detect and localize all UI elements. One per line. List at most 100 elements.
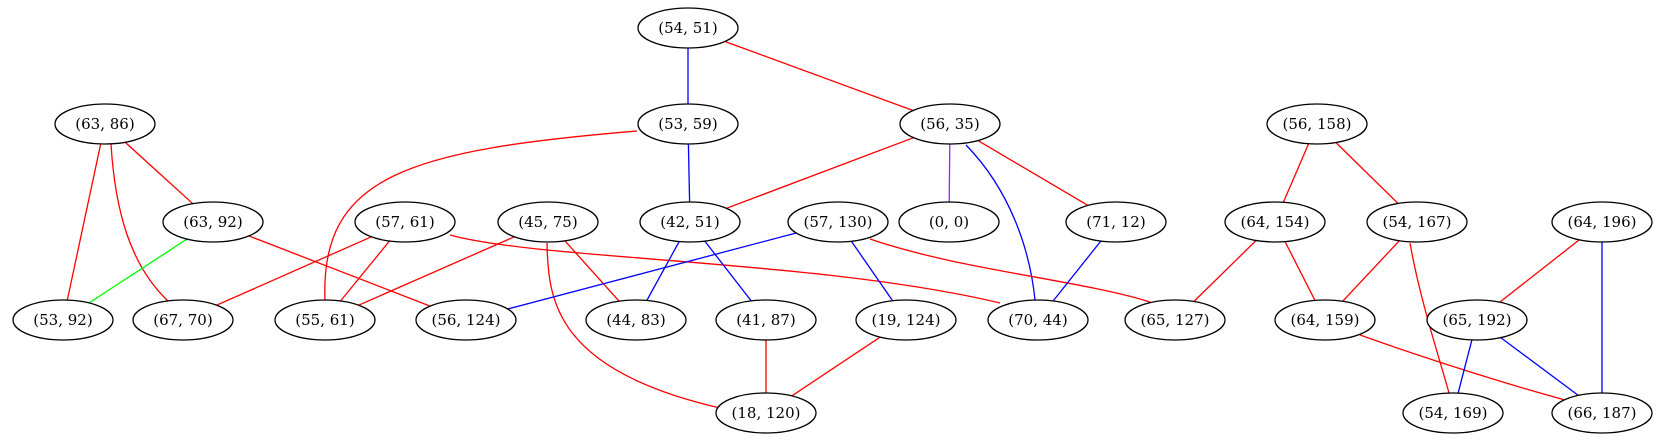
node-56-35: (56, 35): [899, 103, 1001, 145]
node-label: (54, 167): [1383, 213, 1452, 231]
edge-64_154-65_127: [1193, 240, 1257, 302]
node-63-86: (63, 86): [54, 103, 156, 145]
node-ellipse: [1426, 299, 1528, 341]
edge-63_86-63_92: [124, 141, 194, 205]
nodes-layer: (54, 51) (53, 59) (56, 35) (63, 86) (56, 158…: [12, 7, 1653, 434]
edge-56_35-42_51: [726, 137, 914, 209]
node-57-130: (57, 130): [787, 201, 889, 243]
edge-42_51-41_87: [704, 240, 752, 302]
edge-56_35-71_12: [977, 140, 1089, 206]
node-ellipse: [274, 299, 376, 341]
edge-71_12-70_44: [1052, 240, 1102, 302]
edge-57_130-65_127: [869, 238, 1151, 303]
node-label: (18, 120): [732, 404, 801, 422]
node-label: (64, 154): [1241, 213, 1310, 231]
node-ellipse: [54, 103, 156, 145]
edge-63_92-53_92: [88, 238, 188, 304]
node-ellipse: [855, 299, 957, 341]
node-label: (53, 92): [33, 311, 92, 329]
node-ellipse: [585, 299, 687, 341]
node-label: (66, 187): [1568, 404, 1637, 422]
node-ellipse: [639, 201, 741, 243]
edge-54_167-64_159: [1342, 240, 1400, 302]
node-54-51: (54, 51): [637, 7, 739, 49]
node-45-75: (45, 75): [497, 201, 599, 243]
edge-53_59-42_51: [687, 143, 691, 203]
edge-64_159-66_187: [1359, 334, 1566, 401]
node-label: (53, 59): [658, 115, 717, 133]
node-54-169: (54, 169): [1402, 392, 1504, 434]
node-label: (67, 70): [153, 311, 212, 329]
edge-57_61-55_61: [339, 240, 391, 302]
node-label: (56, 35): [920, 115, 979, 133]
node-label: (42, 51): [660, 213, 719, 231]
edge-63_86-53_92: [66, 143, 102, 301]
node-label: (45, 75): [518, 213, 577, 231]
node-label: (55, 61): [295, 311, 354, 329]
node-71-12: (71, 12): [1065, 201, 1167, 243]
node-64-159: (64, 159): [1274, 299, 1376, 341]
node-67-70: (67, 70): [132, 299, 234, 341]
edge-54_51-56_35: [724, 40, 914, 112]
node-label: (65, 127): [1141, 311, 1210, 329]
edge-57_61-67_70: [216, 236, 372, 306]
edge-57_130-19_124: [850, 240, 894, 302]
node-label: (57, 130): [804, 213, 873, 231]
edge-64_196-65_192: [1499, 239, 1580, 303]
node-18-120: (18, 120): [715, 392, 817, 434]
node-0-0: (0, 0): [898, 201, 1000, 243]
node-label: (57, 61): [375, 213, 434, 231]
edge-63_92-56_124: [248, 235, 431, 307]
edge-53_59-55_61: [324, 130, 638, 301]
node-54-167: (54, 167): [1366, 201, 1468, 243]
node-42-51: (42, 51): [639, 201, 741, 243]
node-65-192: (65, 192): [1426, 299, 1528, 341]
node-label: (64, 196): [1568, 213, 1637, 231]
node-44-83: (44, 83): [585, 299, 687, 341]
node-label: (70, 44): [1008, 311, 1067, 329]
edge-57_61-70_44: [449, 234, 1001, 304]
node-ellipse: [899, 103, 1001, 145]
node-ellipse: [1551, 392, 1653, 434]
node-ellipse: [132, 299, 234, 341]
node-ellipse: [1402, 392, 1504, 434]
edge-45_75-18_120: [546, 242, 721, 409]
node-label: (54, 51): [658, 19, 717, 37]
node-label: (44, 83): [606, 311, 665, 329]
node-53-92: (53, 92): [12, 299, 114, 341]
node-ellipse: [1124, 299, 1226, 341]
node-55-61: (55, 61): [274, 299, 376, 341]
node-56-158: (56, 158): [1266, 103, 1368, 145]
node-ellipse: [637, 7, 739, 49]
edges-layer: [66, 40, 1603, 409]
node-64-154: (64, 154): [1224, 201, 1326, 243]
node-56-124: (56, 124): [415, 299, 517, 341]
node-ellipse: [987, 299, 1089, 341]
edge-64_154-64_159: [1284, 241, 1316, 301]
node-label: (54, 169): [1419, 404, 1488, 422]
node-label: (41, 87): [736, 311, 795, 329]
node-label: (65, 192): [1443, 311, 1512, 329]
edge-19_124-18_120: [791, 336, 881, 397]
node-label: (64, 159): [1291, 311, 1360, 329]
node-65-127: (65, 127): [1124, 299, 1226, 341]
edge-57_130-56_124: [507, 232, 797, 310]
node-ellipse: [715, 299, 817, 341]
node-66-187: (66, 187): [1551, 392, 1653, 434]
edge-56_35-0_0: [948, 143, 951, 203]
node-ellipse: [1551, 201, 1653, 243]
node-label: (0, 0): [929, 213, 969, 231]
node-label: (63, 86): [75, 115, 134, 133]
node-ellipse: [637, 103, 739, 145]
node-ellipse: [787, 201, 889, 243]
node-ellipse: [715, 392, 817, 434]
node-57-61: (57, 61): [354, 201, 456, 243]
node-ellipse: [354, 201, 456, 243]
node-label: (56, 158): [1283, 115, 1352, 133]
node-label: (19, 124): [872, 311, 941, 329]
node-ellipse: [1266, 103, 1368, 145]
node-53-59: (53, 59): [637, 103, 739, 145]
node-label: (56, 124): [432, 311, 501, 329]
node-70-44: (70, 44): [987, 299, 1089, 341]
